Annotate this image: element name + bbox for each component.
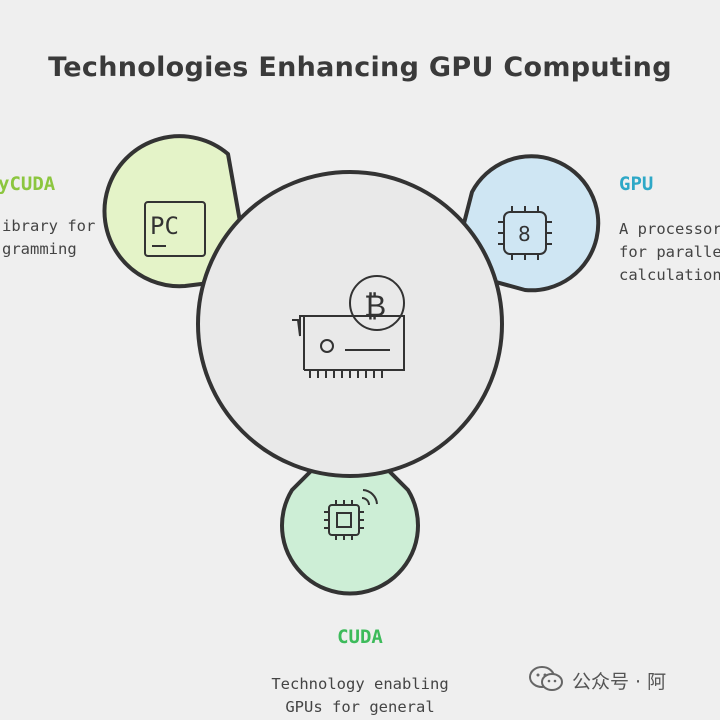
desc-line: ibrary for xyxy=(2,217,96,235)
wireless-chip-icon xyxy=(324,489,378,540)
pycuda-description: ibrary for gramming xyxy=(2,215,95,261)
desc-line: Technology enabling xyxy=(271,675,449,693)
center-circle xyxy=(196,170,504,478)
gpu-description: A processor for parallel calculations xyxy=(619,218,720,287)
desc-line: calculations xyxy=(619,266,720,284)
watermark-text: 公众号 · 阿 xyxy=(572,671,667,693)
gpu-label: GPU xyxy=(619,173,654,195)
cuda-label: CUDA xyxy=(337,626,383,648)
pc-terminal-icon: PC xyxy=(144,201,206,257)
desc-line: GPUs for general xyxy=(285,698,435,716)
diagram-title: Technologies Enhancing GPU Computing xyxy=(48,52,672,83)
pycuda-label: yCUDA xyxy=(0,173,56,195)
wechat-icon xyxy=(529,666,563,691)
desc-line: A processor xyxy=(619,220,720,238)
svg-text:8: 8 xyxy=(518,222,531,246)
svg-text:PC: PC xyxy=(150,212,179,240)
gpu-card-bitcoin-icon: ₿ xyxy=(292,275,405,378)
desc-line: gramming xyxy=(2,240,77,258)
chip-icon: 8 xyxy=(498,206,552,260)
cuda-description: Technology enabling GPUs for general xyxy=(0,673,720,719)
pycuda-node xyxy=(102,134,252,289)
desc-line: for parallel xyxy=(619,243,720,261)
svg-text:₿: ₿ xyxy=(364,289,386,324)
